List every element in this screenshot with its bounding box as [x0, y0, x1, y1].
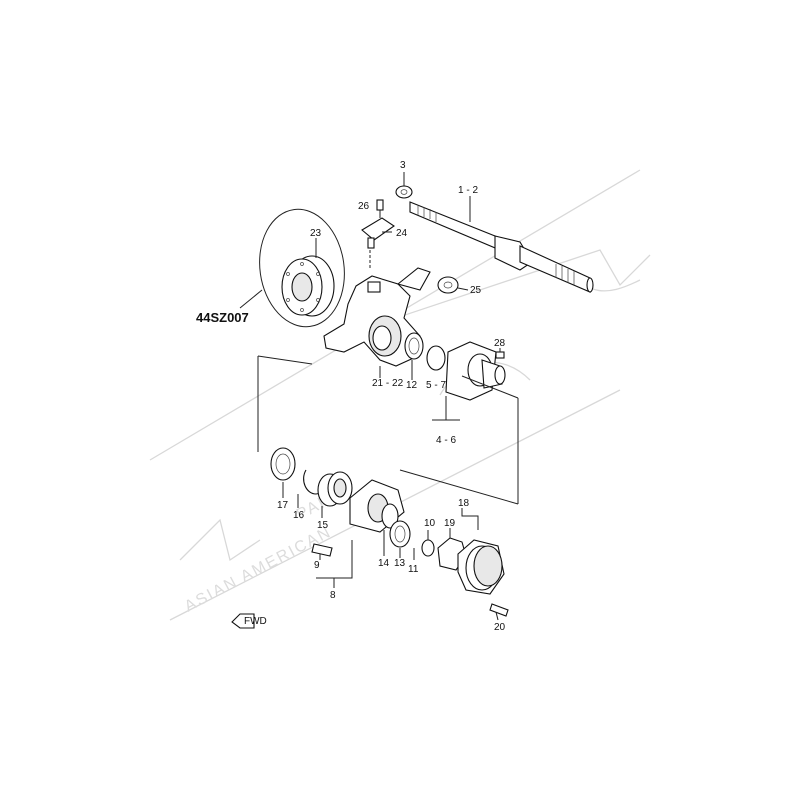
label-part-15: 15 — [317, 520, 329, 531]
label-part-20: 20 — [494, 622, 506, 633]
part-24-bracket — [361, 217, 395, 270]
label-part-11: 11 — [408, 564, 419, 575]
part-12-bearing — [404, 332, 424, 380]
fwd-label: FWD — [244, 616, 267, 627]
label-part-17: 17 — [277, 500, 289, 511]
label-part-8: 8 — [330, 590, 336, 601]
label-part-1-2: 1 - 2 — [458, 185, 478, 196]
label-part-10: 10 — [424, 518, 436, 529]
label-part-24: 24 — [396, 228, 408, 239]
label-part-26: 26 — [358, 201, 370, 212]
label-part-4-6: 4 - 6 — [436, 435, 456, 446]
label-part-5-7: 5 - 7 — [426, 380, 446, 391]
assembly-frame — [257, 355, 519, 505]
part-18-hub-cap — [457, 508, 505, 595]
part-1-2-axle-shaft — [409, 196, 594, 293]
svg-text:ASIAN AMERICAN: ASIAN AMERICAN — [182, 524, 335, 616]
label-part-9: 9 — [314, 560, 320, 571]
label-part-18: 18 — [458, 498, 470, 509]
fwd-arrow-icon: FWD — [231, 613, 267, 629]
part-25-seal — [437, 276, 469, 294]
label-part-21-22: 21 - 22 — [372, 378, 404, 389]
part-28-bolt — [495, 348, 505, 359]
part-9-stud — [311, 543, 333, 560]
part-13-ring — [389, 520, 411, 558]
part-10-snap-ring — [421, 530, 435, 557]
label-part-14: 14 — [378, 558, 390, 569]
label-part-12: 12 — [406, 380, 418, 391]
part-20-bolt — [489, 603, 509, 621]
label-part-25: 25 — [470, 285, 482, 296]
part-21-22-steering-knuckle — [323, 267, 431, 378]
part-17-seal — [270, 447, 296, 498]
label-part-19: 19 — [444, 518, 456, 529]
part-8-bracket — [316, 540, 353, 588]
label-part-13: 13 — [394, 558, 406, 569]
label-part-28: 28 — [494, 338, 506, 349]
label-part-23: 23 — [310, 228, 322, 239]
label-part-3: 3 — [400, 160, 406, 171]
callout-code: 44SZ007 — [196, 310, 249, 325]
part-15-bearing — [317, 471, 353, 518]
part-5-7-spindle — [426, 341, 506, 421]
part-14-hub — [349, 479, 405, 556]
callout-part-23 — [239, 208, 345, 328]
part-23-flange — [281, 255, 335, 317]
label-part-16: 16 — [293, 510, 305, 521]
part-3-washer — [395, 172, 413, 199]
part-26-bolt — [376, 199, 384, 218]
